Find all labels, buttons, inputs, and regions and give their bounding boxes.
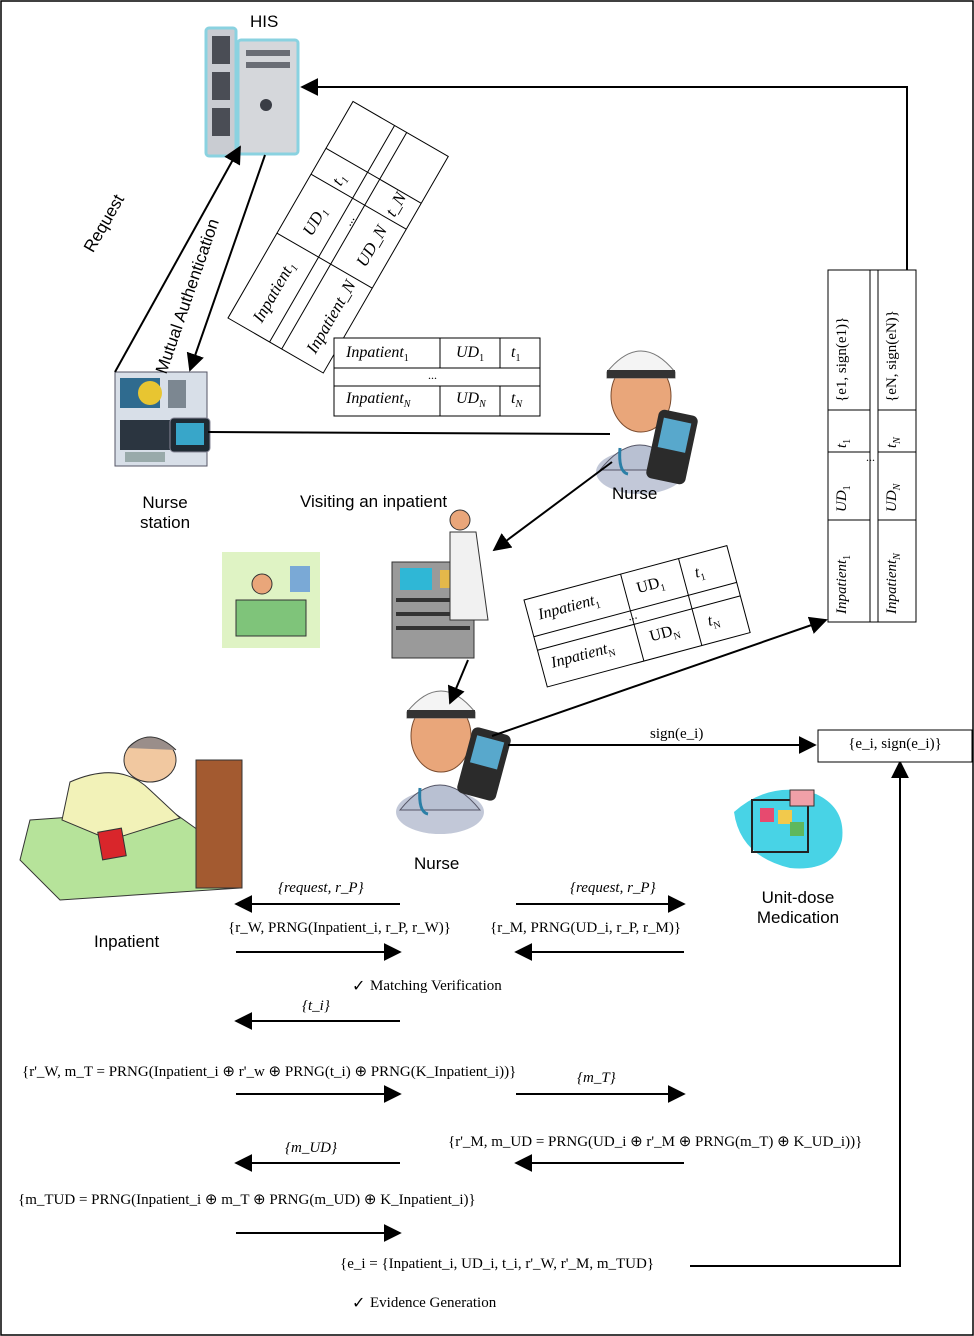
visit-arrow [492, 461, 613, 552]
nurse-download-table [333, 337, 541, 417]
checkmark-icon: ✓ [352, 1293, 366, 1312]
table-cell-inpatient-1: Inpatient1 [346, 344, 409, 365]
evidence-upload-table [827, 269, 917, 623]
msg-mt: {m_T} [577, 1070, 616, 1086]
cart-cell-t-n: tN [705, 612, 723, 632]
his-label: HIS [250, 12, 279, 31]
visiting-label: Visiting an inpatient [300, 492, 448, 511]
sign-label: sign(e_i) [650, 726, 704, 742]
unit-dose-label: Unit-dose Medication [746, 888, 850, 928]
evidence-cell-1: {e1, sign(e1)} [834, 316, 850, 402]
medication-box-icon [734, 789, 843, 869]
patient-bed-icon [19, 736, 243, 901]
evidence-cell-n: {eN, sign(eN)} [884, 310, 900, 402]
pda-icon [457, 727, 511, 801]
his-return-arrow [300, 78, 908, 270]
table-cell-t-1: t1 [511, 344, 521, 365]
table-cell-ud-n: UDN [456, 390, 486, 411]
medication-cart-icon [391, 509, 489, 659]
right-cell-inpatient-1: Inpatient1 [834, 554, 853, 614]
check-evidence: Evidence Generation [370, 1295, 497, 1311]
right-cell-t-1: t1 [834, 438, 853, 448]
msg-mt-full: {r'_W, m_T = PRNG(Inpatient_i ⊕ r'_w ⊕ P… [22, 1064, 517, 1080]
nurse-station-label: Nurse station [125, 493, 205, 533]
his-records-table: Inpatient₁ UD₁ t₁ ... Inpatient_N UD_N t… [227, 100, 449, 374]
cart-cell-inpatient-1: Inpatient1 [536, 592, 603, 624]
signature-box [817, 729, 973, 763]
request-arrow [114, 145, 241, 373]
table-cell-t-n: tN [511, 390, 523, 411]
right-ellipsis: ... [866, 450, 875, 464]
station-nurse-link [207, 431, 611, 435]
mutual-auth-arrow [186, 154, 266, 372]
pda-icon [646, 409, 698, 485]
inpatient-label: Inpatient [94, 932, 160, 951]
sick-patient-icon [222, 552, 320, 648]
cart-cell-ud-n: UDN [647, 622, 683, 646]
cart-cell-inpatient-n: InpatientN [549, 640, 618, 672]
table-ellipsis: ... [428, 368, 437, 382]
msg-request-left: {request, r_P} [278, 880, 364, 896]
cart-ellipsis: ... [626, 607, 639, 624]
checkmark-icon: ✓ [352, 976, 366, 995]
nurse-bottom-label: Nurse [414, 854, 460, 873]
nurse-station-icon [114, 371, 211, 467]
table-cell-inpatient-n: InpatientN [346, 390, 411, 411]
cart-records-table [523, 545, 751, 688]
evidence-arrow [690, 760, 909, 1267]
upload-arrow [491, 616, 828, 737]
msg-mtud-full: {m_TUD = PRNG(Inpatient_i ⊕ m_T ⊕ PRNG(m… [18, 1192, 476, 1208]
server-icon [204, 26, 300, 158]
signature-box-text: {e_i, sign(e_i)} [848, 736, 942, 752]
nurse-station-label-line1: Nurse [142, 493, 188, 512]
unit-dose-label-line1: Unit-dose [761, 888, 835, 907]
right-cell-t-n: tN [884, 437, 903, 448]
msg-rm: {r_M, PRNG(UD_i, r_P, r_M)} [490, 920, 682, 936]
msg-mud: {m_UD} [285, 1140, 337, 1156]
nurse-station-label-line2: station [139, 513, 191, 532]
nurse-top-label: Nurse [612, 484, 658, 503]
cart-nurse-arrow [447, 659, 469, 705]
right-cell-inpatient-n: InpatientN [884, 553, 903, 614]
right-cell-ud-n: UDN [884, 483, 903, 512]
msg-rw: {r_W, PRNG(Inpatient_i, r_P, r_W)} [228, 920, 451, 936]
check-matching: Matching Verification [370, 978, 502, 994]
msg-ei: {e_i = {Inpatient_i, UD_i, t_i, r'_W, r'… [340, 1256, 655, 1272]
unit-dose-label-line2: Medication [756, 908, 840, 927]
msg-ti: {t_i} [302, 998, 330, 1014]
msg-request-right: {request, r_P} [570, 880, 656, 896]
right-cell-ud-1: UD1 [834, 485, 853, 512]
cart-cell-t-1: t1 [692, 563, 708, 584]
msg-mud-full: {r'_M, m_UD = PRNG(UD_i ⊕ r'_M ⊕ PRNG(m_… [448, 1134, 863, 1150]
table-cell-ud-1: UD1 [456, 344, 485, 365]
cart-cell-ud-1: UD1 [634, 574, 668, 598]
